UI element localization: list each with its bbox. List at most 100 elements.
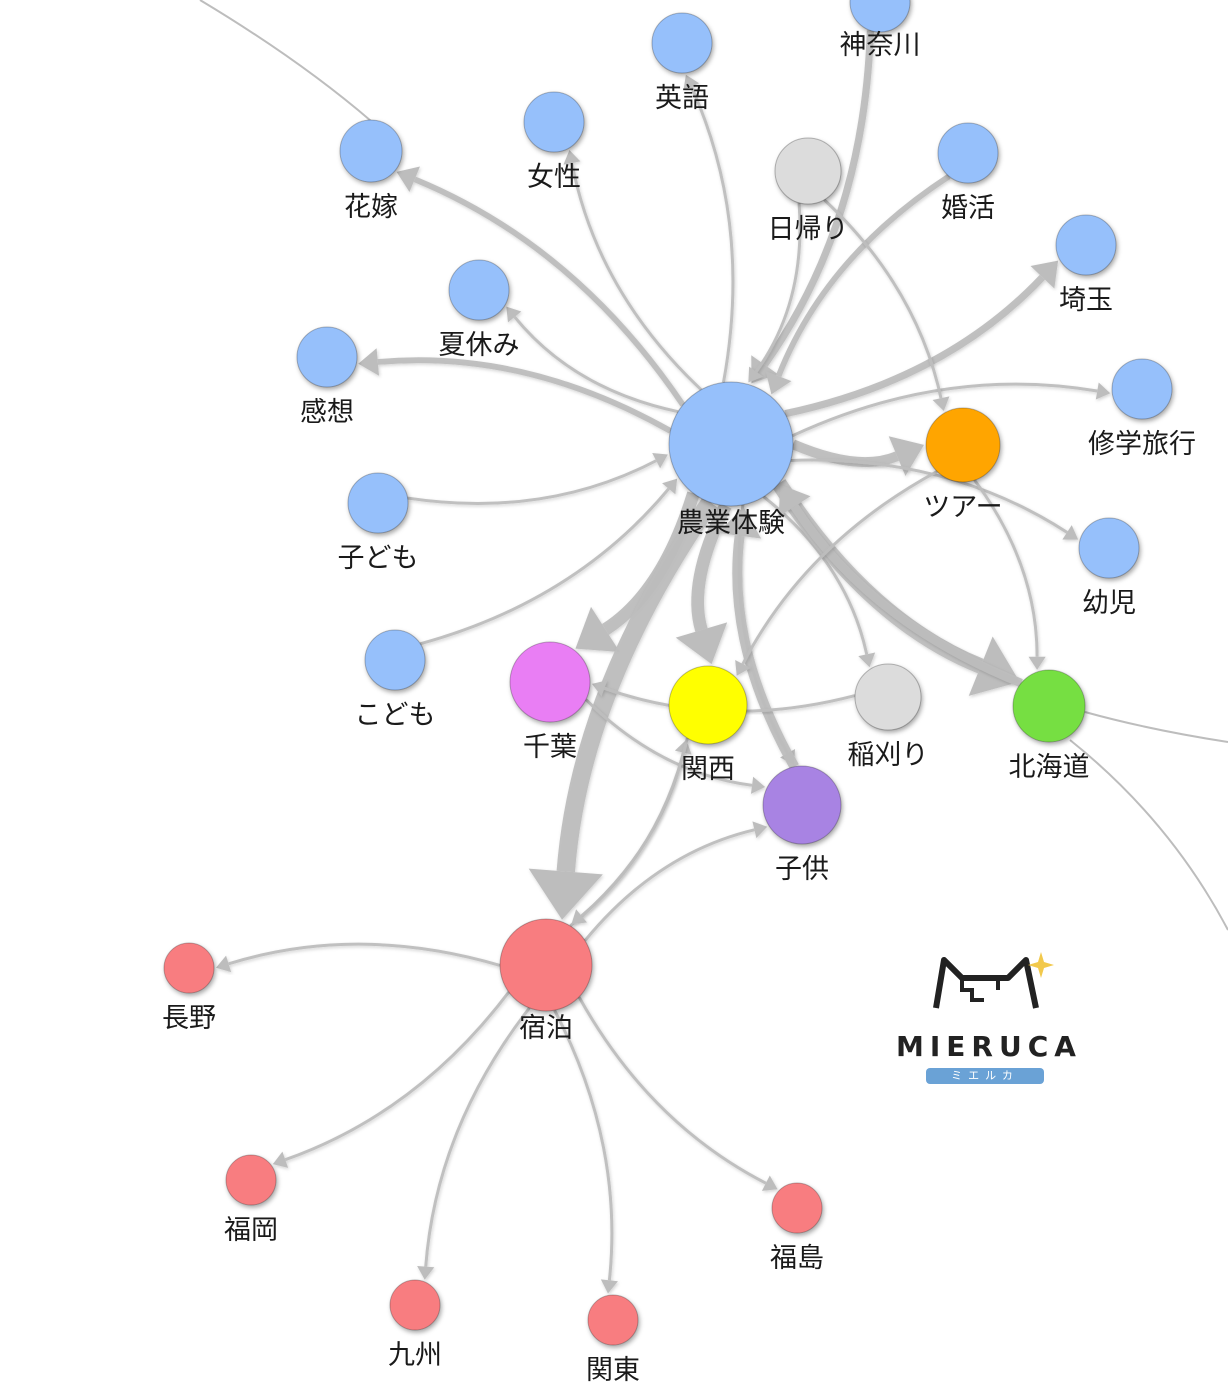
node-label: 関西 [681, 754, 735, 785]
node-stay[interactable]: 宿泊 [499, 918, 593, 1044]
node-circle[interactable] [499, 918, 593, 1012]
node-circle[interactable] [1111, 358, 1173, 420]
edge-child2-farm [419, 478, 678, 646]
edge-farm-kansai [675, 502, 732, 665]
edge-farm-english [683, 74, 735, 383]
edge-offscreen-hokkaido-south [1069, 739, 1228, 931]
node-label: 日帰り [768, 214, 849, 245]
node-saitama[interactable]: 埼玉 [1055, 214, 1117, 316]
edge-konkatsu-farm [765, 173, 951, 395]
node-english[interactable]: 英語 [651, 12, 713, 114]
node-circle[interactable] [347, 472, 409, 534]
node-circle[interactable] [364, 629, 426, 691]
edge-farm-impression [358, 348, 672, 434]
node-nagano[interactable]: 長野 [162, 942, 216, 1034]
node-fukushima[interactable]: 福島 [770, 1182, 824, 1274]
node-label: 宿泊 [519, 1013, 573, 1044]
node-kanagawa[interactable]: 神奈川 [840, 0, 921, 61]
node-circle[interactable] [925, 407, 1001, 483]
node-label: 稲刈り [848, 740, 929, 771]
mieruca-logo: MIERUCA ミエルカ [880, 950, 1100, 1090]
node-circle[interactable] [937, 122, 999, 184]
node-label: 感想 [300, 397, 354, 428]
node-inekari[interactable]: 稲刈り [848, 663, 929, 771]
node-circle[interactable] [668, 381, 794, 507]
node-label: 子供 [775, 854, 829, 885]
node-label: 北海道 [1009, 752, 1090, 783]
node-label: 夏休み [439, 330, 520, 361]
edge-farm-female [563, 150, 703, 391]
node-circle[interactable] [163, 942, 215, 994]
node-circle[interactable] [854, 663, 922, 731]
node-kodomo[interactable]: 子供 [762, 765, 842, 885]
mieruca-cat-icon [933, 957, 1039, 1009]
node-kyushu[interactable]: 九州 [388, 1279, 442, 1371]
node-chiba[interactable]: 千葉 [509, 641, 591, 763]
edge-stay-kyushu [417, 1007, 531, 1280]
edge-farm-saitama [784, 260, 1059, 418]
node-circle[interactable] [1012, 669, 1086, 743]
node-circle[interactable] [389, 1279, 441, 1331]
edge-kodomo-farm [718, 506, 799, 770]
edge-kanagawa-farm [751, 30, 875, 384]
node-kansai[interactable]: 関西 [668, 665, 748, 785]
node-circle[interactable] [771, 1182, 823, 1234]
node-circle[interactable] [774, 137, 842, 205]
node-label: 花嫁 [344, 192, 398, 223]
node-daytrip[interactable]: 日帰り [768, 137, 849, 245]
node-circle[interactable] [849, 0, 911, 33]
node-hokkaido[interactable]: 北海道 [1009, 669, 1090, 783]
node-circle[interactable] [651, 12, 713, 74]
node-label: こども [355, 700, 436, 731]
node-circle[interactable] [225, 1154, 277, 1206]
node-circle[interactable] [448, 259, 510, 321]
node-label: 福岡 [224, 1215, 278, 1246]
node-label: 千葉 [523, 732, 577, 763]
edge-layer [199, 0, 1228, 1294]
edge-child1-farm [407, 453, 668, 505]
node-kanto[interactable]: 関東 [586, 1294, 640, 1386]
node-circle[interactable] [509, 641, 591, 723]
node-child2[interactable]: こども [355, 629, 436, 731]
node-label: 子ども [338, 543, 419, 574]
node-circle[interactable] [296, 326, 358, 388]
node-circle[interactable] [587, 1294, 639, 1346]
node-tour[interactable]: ツアー [923, 407, 1003, 523]
node-bride[interactable]: 花嫁 [339, 119, 403, 223]
node-konkatsu[interactable]: 婚活 [937, 122, 999, 224]
node-summer[interactable]: 夏休み [439, 259, 520, 361]
edge-hokkaido-farm [778, 484, 1023, 688]
edge-daytrip-tour [823, 198, 950, 412]
node-female[interactable]: 女性 [523, 91, 585, 193]
node-farm[interactable]: 農業体験 [668, 381, 794, 539]
node-child1[interactable]: 子ども [338, 472, 419, 574]
node-label: 長野 [162, 1003, 216, 1034]
sparkle-icon [1028, 952, 1054, 978]
edge-farm-summer [506, 306, 679, 414]
edge-stay-nagano [215, 942, 501, 973]
node-label: 幼児 [1082, 588, 1136, 619]
node-circle[interactable] [1055, 214, 1117, 276]
node-label: ツアー [923, 492, 1002, 523]
node-label: 修学旅行 [1088, 429, 1196, 460]
edge-stay-fukuoka [272, 991, 511, 1168]
edge-daytrip-farm [748, 202, 802, 383]
node-circle[interactable] [523, 91, 585, 153]
node-infant[interactable]: 幼児 [1078, 517, 1140, 619]
node-fukuoka[interactable]: 福岡 [224, 1154, 278, 1246]
node-label: 九州 [388, 1340, 442, 1371]
node-circle[interactable] [668, 665, 748, 745]
node-circle[interactable] [1078, 517, 1140, 579]
node-circle[interactable] [339, 119, 403, 183]
node-label: 英語 [655, 83, 709, 114]
node-circle[interactable] [762, 765, 842, 845]
edge-chiba-kodomo [584, 698, 766, 794]
edge-offscreen-bride [199, 0, 372, 122]
node-schooltrip[interactable]: 修学旅行 [1088, 358, 1196, 460]
node-impression[interactable]: 感想 [296, 326, 358, 428]
node-label: 農業体験 [677, 508, 785, 539]
edge-tour-kansai [735, 470, 938, 676]
